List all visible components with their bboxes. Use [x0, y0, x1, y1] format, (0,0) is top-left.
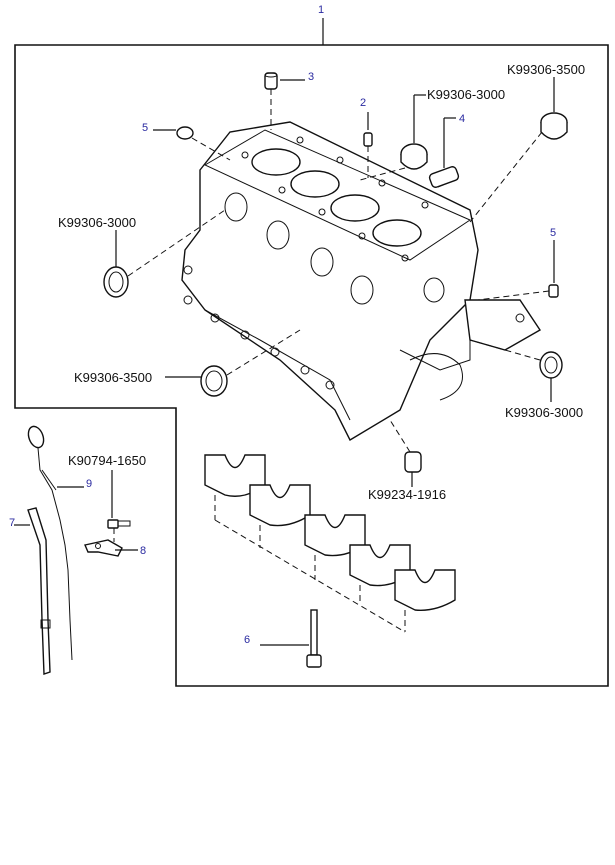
guide-dowel-bearing [389, 419, 411, 453]
bracket-part-8 [84, 539, 123, 557]
callout-9: 9 [86, 478, 92, 490]
guide-plug-top-mid [359, 167, 406, 181]
part-number-bolt-dipstick: K90794-1650 [68, 453, 146, 468]
cap-bolt-part-6 [306, 609, 322, 668]
part-number-plug-left: K99306-3000 [58, 215, 136, 230]
part-number-dowel-bearing: K99234-1916 [368, 487, 446, 502]
callout-6: 6 [244, 634, 250, 646]
plug-part-5-left [176, 126, 194, 140]
guide-plug-right [469, 339, 541, 361]
cylinder-block [181, 121, 541, 441]
plug-part-3 [264, 72, 278, 90]
spring-part-4 [428, 166, 460, 188]
guide-plug-top-right [469, 131, 543, 223]
part-number-plug-top-right: K99306-3500 [507, 62, 585, 77]
callout-2: 2 [360, 97, 366, 109]
callout-5-left: 5 [142, 122, 148, 134]
core-plug-top-right [540, 112, 568, 140]
guide-tube-part-7 [27, 507, 51, 675]
plug-part-5-right [548, 284, 559, 298]
guide-plug-lower-left [226, 329, 301, 376]
callout-5-right: 5 [550, 227, 556, 239]
core-plug-lower-left [200, 365, 228, 397]
guide-5-left [191, 137, 231, 161]
dipstick-part-9 [27, 425, 73, 661]
bearing-caps [204, 454, 456, 611]
part-number-plug-lower-left: K99306-3500 [74, 370, 152, 385]
core-plug-left [103, 266, 129, 298]
callout-7: 7 [9, 517, 15, 529]
assembly-frame [14, 44, 609, 687]
guide-caps-row [214, 519, 406, 633]
callout-8: 8 [140, 545, 146, 557]
part-number-plug-right: K99306-3000 [505, 405, 583, 420]
part-number-plug-top-mid: K99306-3000 [427, 87, 505, 102]
callout-4: 4 [459, 113, 465, 125]
core-plug-right [539, 351, 563, 379]
callout-1: 1 [318, 4, 324, 16]
dowel-part-2 [363, 132, 373, 147]
dowel-bearing [404, 451, 422, 473]
guide-5-right [477, 290, 550, 301]
callout-3: 3 [308, 71, 314, 83]
core-plug-top-mid [400, 143, 428, 170]
bolt-dipstick [107, 519, 131, 529]
